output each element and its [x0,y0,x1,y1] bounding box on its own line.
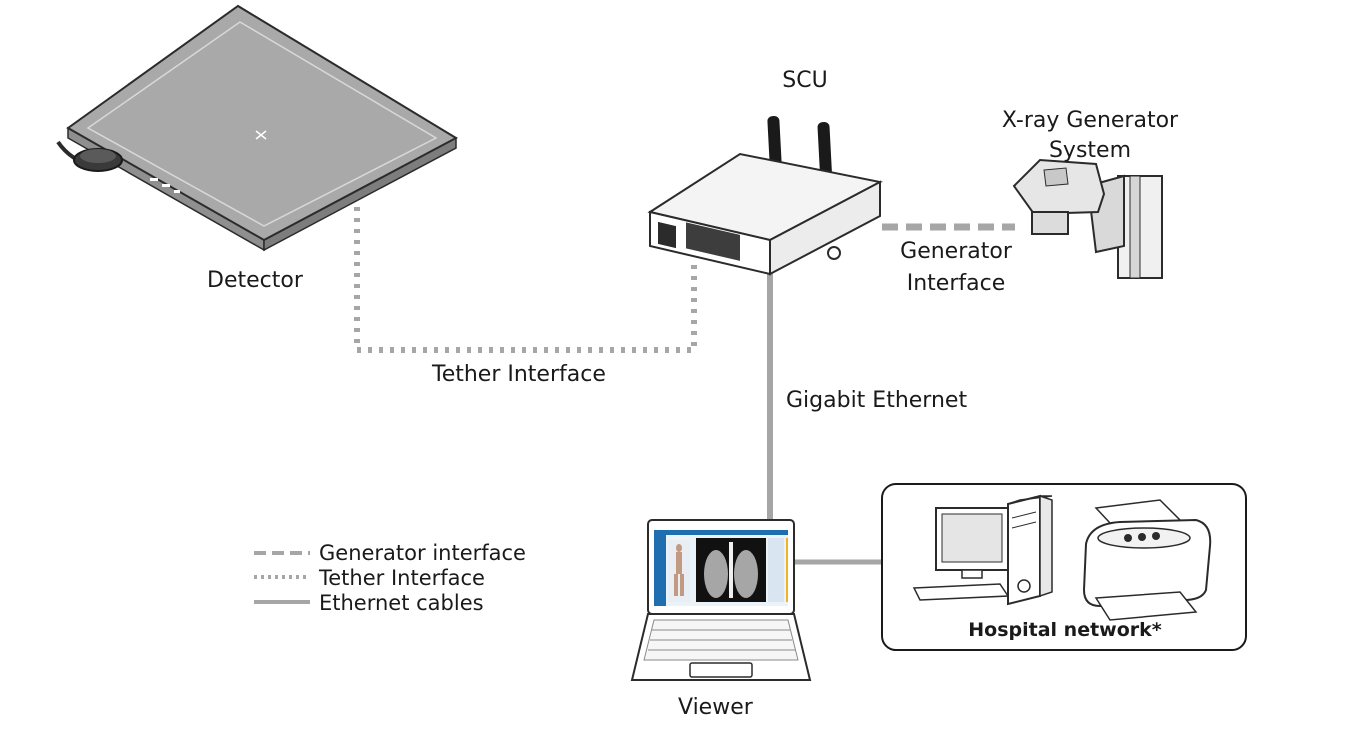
detector-label: Detector [207,268,303,293]
legend-tether-label: Tether Interface [319,566,485,590]
tether-cable [354,196,697,353]
viewer-label: Viewer [678,695,753,720]
viewer-laptop [630,519,812,681]
legend-ethernet-label: Ethernet cables [319,591,484,615]
xray-generator-label: X-ray Generator System [1001,108,1179,163]
xray-generator [1012,158,1163,279]
generator-interface-label: Generator Interface [900,239,1012,296]
gigabit-ethernet-label: Gigabit Ethernet [786,388,968,413]
scu-device [647,116,883,276]
detector-connector [56,140,123,172]
tether-interface-label: Tether Interface [432,362,606,387]
scu-label: SCU [782,68,828,93]
detector-panel [66,4,459,252]
printer [1082,499,1212,621]
legend-generator-label: Generator interface [319,541,526,565]
hospital-network-label: Hospital network* [968,619,1162,641]
workstation-computer [912,494,1053,606]
